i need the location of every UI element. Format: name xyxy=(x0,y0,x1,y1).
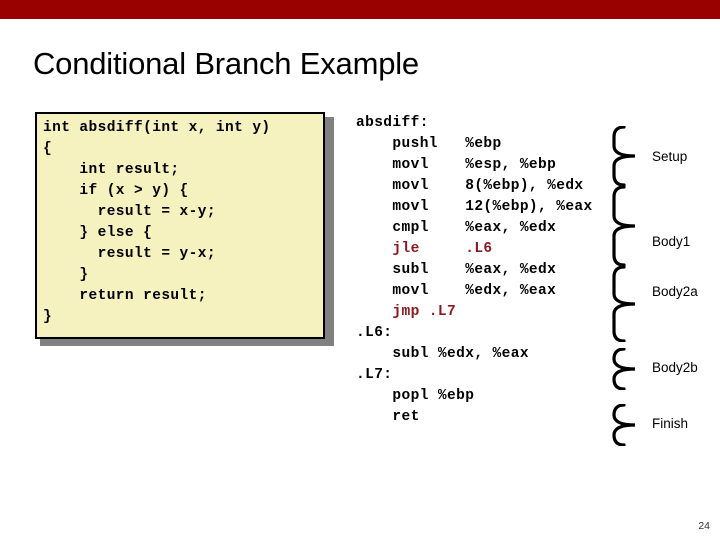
c-code-text: int absdiff(int x, int y) { int result; … xyxy=(43,120,271,325)
assembly-line: absdiff: xyxy=(356,115,429,131)
curly-brace-icon xyxy=(612,125,638,191)
assembly-line: subl %edx, %eax xyxy=(356,346,529,362)
assembly-line: subl %eax, %edx xyxy=(356,262,557,278)
assembly-line: movl 12(%ebp), %eax xyxy=(356,199,593,215)
curly-brace-icon xyxy=(612,347,638,395)
annotation-label: Body2a xyxy=(652,284,698,299)
assembly-line: movl %edx, %eax xyxy=(356,283,557,299)
assembly-line: .L7: xyxy=(356,367,393,383)
annotation-label: Setup xyxy=(652,149,688,164)
top-banner xyxy=(0,0,720,19)
assembly-line: popl %ebp xyxy=(356,388,475,404)
assembly-listing: absdiff: pushl %ebp movl %esp, %ebp movl… xyxy=(356,113,593,428)
assembly-line: movl 8(%ebp), %edx xyxy=(356,178,584,194)
annotation-label: Body1 xyxy=(652,234,691,249)
curly-brace-icon xyxy=(612,403,638,451)
curly-brace-icon xyxy=(612,265,638,347)
page-title: Conditional Branch Example xyxy=(33,46,419,81)
assembly-line: jmp .L7 xyxy=(356,304,457,320)
assembly-line: ret xyxy=(356,409,420,425)
curly-brace-icon xyxy=(612,185,638,271)
assembly-line: jle .L6 xyxy=(356,241,493,257)
c-code-box: int absdiff(int x, int y) { int result; … xyxy=(35,112,325,339)
assembly-line: .L6: xyxy=(356,325,393,341)
page-number: 24 xyxy=(698,520,710,532)
annotation-label: Body2b xyxy=(652,360,698,375)
assembly-line: cmpl %eax, %edx xyxy=(356,220,557,236)
annotation-label: Finish xyxy=(652,416,689,431)
assembly-line: movl %esp, %ebp xyxy=(356,157,557,173)
assembly-line: pushl %ebp xyxy=(356,136,502,152)
